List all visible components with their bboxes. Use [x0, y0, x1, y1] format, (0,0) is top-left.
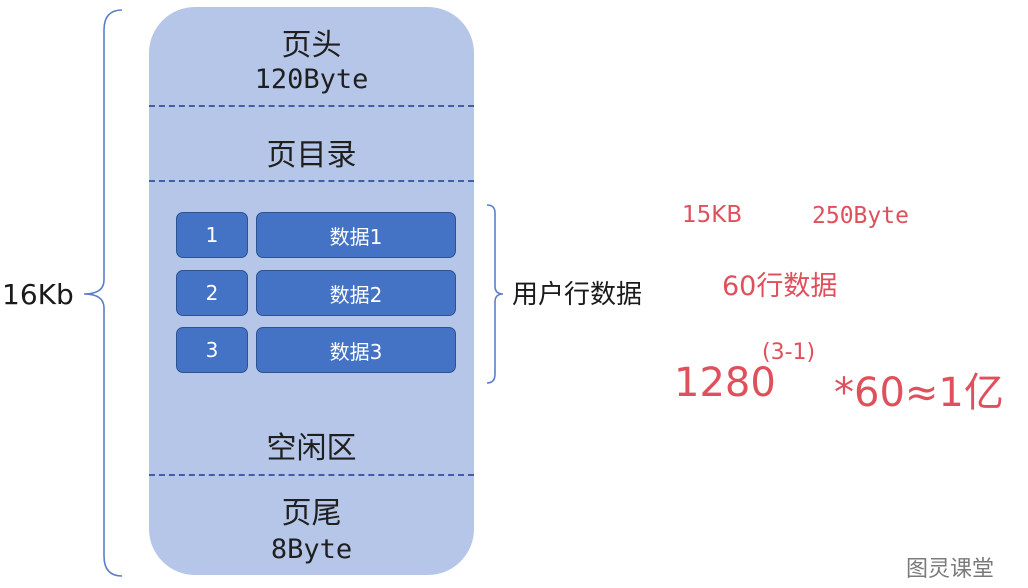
directory-title: 页目录	[266, 138, 357, 173]
note-page-size: 15KB	[682, 202, 743, 228]
note-rows-per-page: 60行数据	[722, 271, 838, 302]
formula-exponent: (3-1)	[762, 340, 816, 365]
divider-directory	[149, 180, 474, 182]
header-size: 120Byte	[254, 64, 369, 95]
formula-base: 1280	[674, 360, 776, 406]
user-rows-brace	[486, 204, 504, 384]
row-index-1: 1	[176, 212, 248, 258]
page-size-label: 16Kb	[2, 278, 74, 311]
page-size-brace	[83, 9, 123, 577]
formula-tail: *60≈1亿	[834, 370, 1004, 416]
user-rows-label: 用户行数据	[512, 280, 643, 310]
watermark-text: 图灵课堂	[906, 557, 995, 582]
trailer-size: 8Byte	[270, 534, 353, 565]
divider-trailer	[149, 474, 474, 476]
row-data-2: 数据2	[256, 270, 456, 316]
header-title: 页头	[281, 28, 342, 63]
row-data-1: 数据1	[256, 212, 456, 258]
row-data-3: 数据3	[256, 327, 456, 373]
trailer-title: 页尾	[281, 496, 342, 531]
note-row-size: 250Byte	[812, 203, 909, 229]
divider-header	[149, 105, 474, 107]
free-space-title: 空闲区	[266, 431, 357, 466]
row-index-2: 2	[176, 270, 248, 316]
row-index-3: 3	[176, 327, 248, 373]
